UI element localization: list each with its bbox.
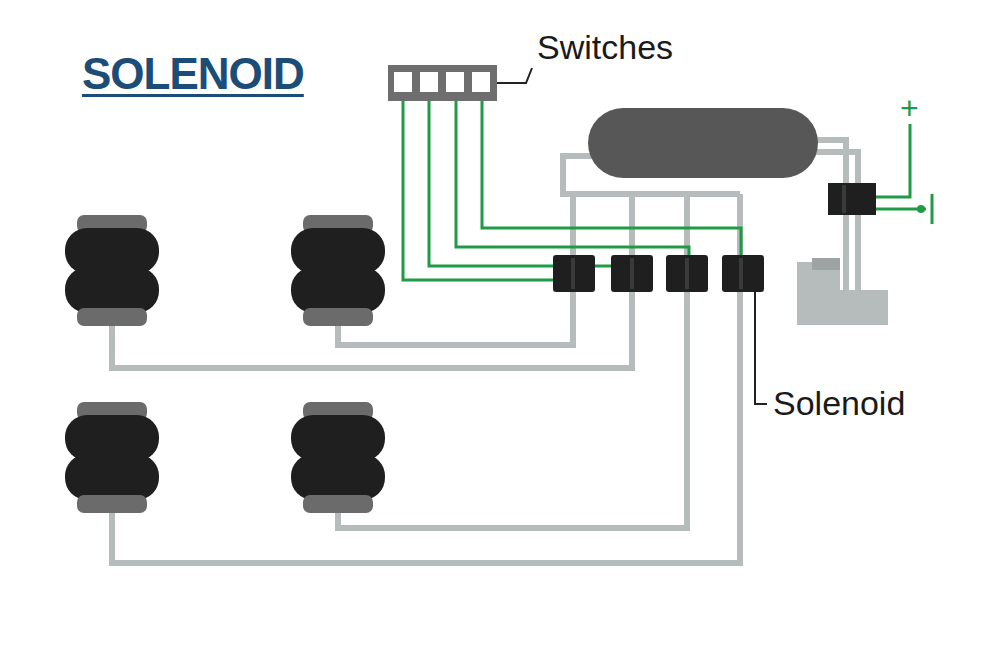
compressor [797, 262, 888, 325]
solenoid-blocks [553, 255, 764, 292]
diagram-title: SOLENOID [82, 52, 304, 96]
ground-dot [917, 205, 925, 213]
air-lines [112, 140, 858, 563]
leader-line [497, 68, 532, 83]
callout-label: Switches [537, 30, 673, 64]
air-bag [291, 215, 385, 326]
polarity-sign: + [900, 92, 919, 124]
air-bag [291, 402, 385, 513]
leader-line [755, 292, 767, 404]
switch-wires [403, 100, 932, 280]
air-bag [65, 402, 159, 513]
air-bag [65, 215, 159, 326]
air-tank [588, 108, 818, 178]
callout-label: Solenoid [773, 386, 905, 420]
switch-panel [388, 65, 497, 101]
relay [828, 183, 876, 215]
